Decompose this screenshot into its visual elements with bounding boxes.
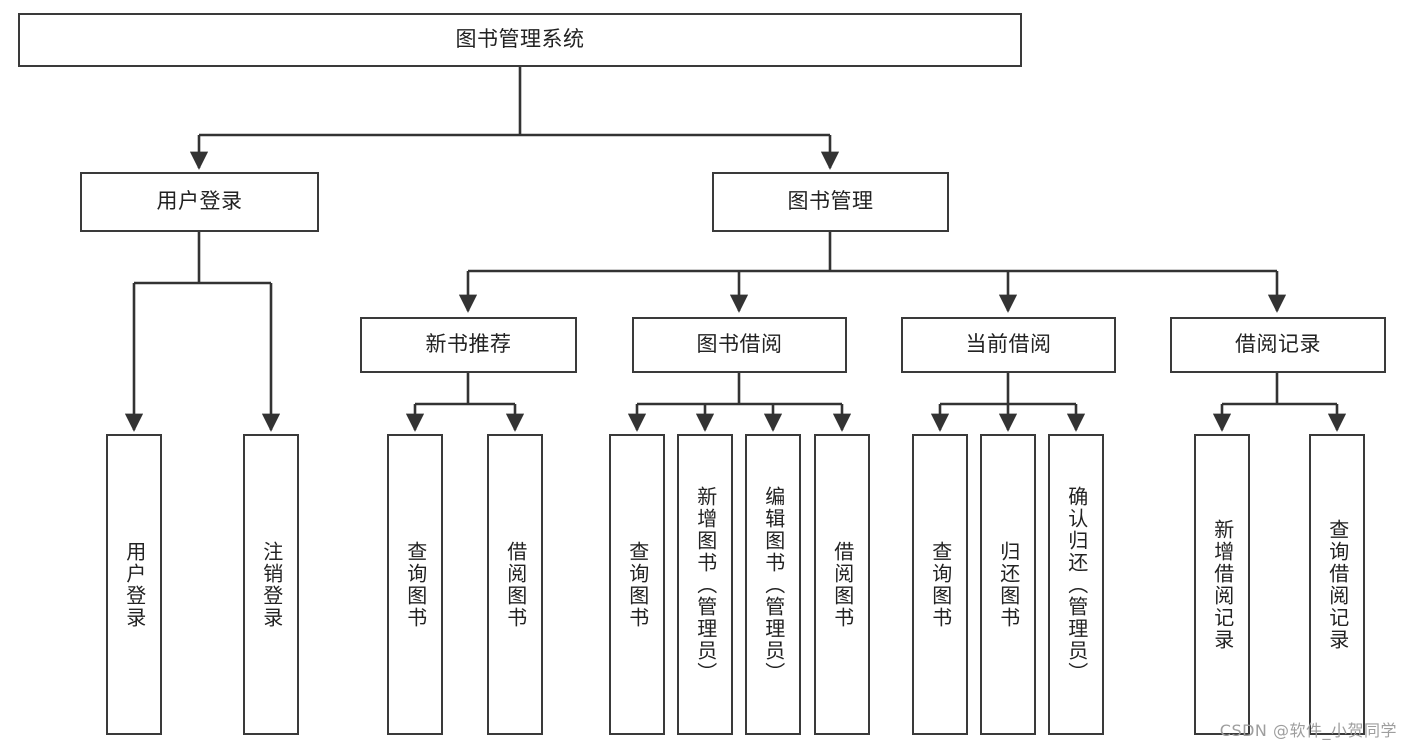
node-label: 注销登录 [259,540,284,629]
node-label: 新书推荐 [425,332,512,357]
node-label: 借阅图书 [830,540,855,629]
node-root-book-management-system[interactable]: 图书管理系统 [18,13,1022,67]
node-label: 用户登录 [122,540,147,629]
node-label: 图书管理系统 [455,27,585,52]
leaf-query-book-borrow[interactable]: 查询图书 [609,434,665,735]
node-label: 借阅图书 [503,540,528,629]
node-label: 新增图书（管理员） [693,485,718,684]
node-book-management[interactable]: 图书管理 [712,172,949,232]
node-borrow-record[interactable]: 借阅记录 [1170,317,1386,373]
node-label: 归还图书 [996,540,1021,629]
leaf-logout[interactable]: 注销登录 [243,434,299,735]
node-label: 查询图书 [928,540,953,629]
leaf-edit-book-admin[interactable]: 编辑图书（管理员） [745,434,801,735]
node-label: 图书借阅 [696,332,783,357]
node-label: 当前借阅 [965,332,1052,357]
leaf-borrow-book[interactable]: 借阅图书 [814,434,870,735]
node-label: 查询借阅记录 [1325,518,1350,651]
node-label: 新增借阅记录 [1210,518,1235,651]
leaf-query-book-newbook[interactable]: 查询图书 [387,434,443,735]
leaf-query-book-current[interactable]: 查询图书 [912,434,968,735]
leaf-return-book[interactable]: 归还图书 [980,434,1036,735]
node-label: 编辑图书（管理员） [761,485,786,684]
node-user-login[interactable]: 用户登录 [80,172,319,232]
leaf-query-borrow-record[interactable]: 查询借阅记录 [1309,434,1365,735]
leaf-user-login[interactable]: 用户登录 [106,434,162,735]
node-label: 查询图书 [625,540,650,629]
node-label: 借阅记录 [1235,332,1321,357]
node-label: 用户登录 [156,189,243,214]
node-label: 查询图书 [403,540,428,629]
node-current-borrow[interactable]: 当前借阅 [901,317,1116,373]
leaf-confirm-return-admin[interactable]: 确认归还（管理员） [1048,434,1104,735]
leaf-borrow-book-newbook[interactable]: 借阅图书 [487,434,543,735]
leaf-add-book-admin[interactable]: 新增图书（管理员） [677,434,733,735]
node-label: 图书管理 [787,189,874,214]
node-label: 确认归还（管理员） [1064,485,1089,684]
node-new-book-recommendation[interactable]: 新书推荐 [360,317,577,373]
watermark-text: CSDN @软件_小贺同学 [1219,721,1397,740]
node-book-borrow[interactable]: 图书借阅 [632,317,847,373]
leaf-add-borrow-record[interactable]: 新增借阅记录 [1194,434,1250,735]
